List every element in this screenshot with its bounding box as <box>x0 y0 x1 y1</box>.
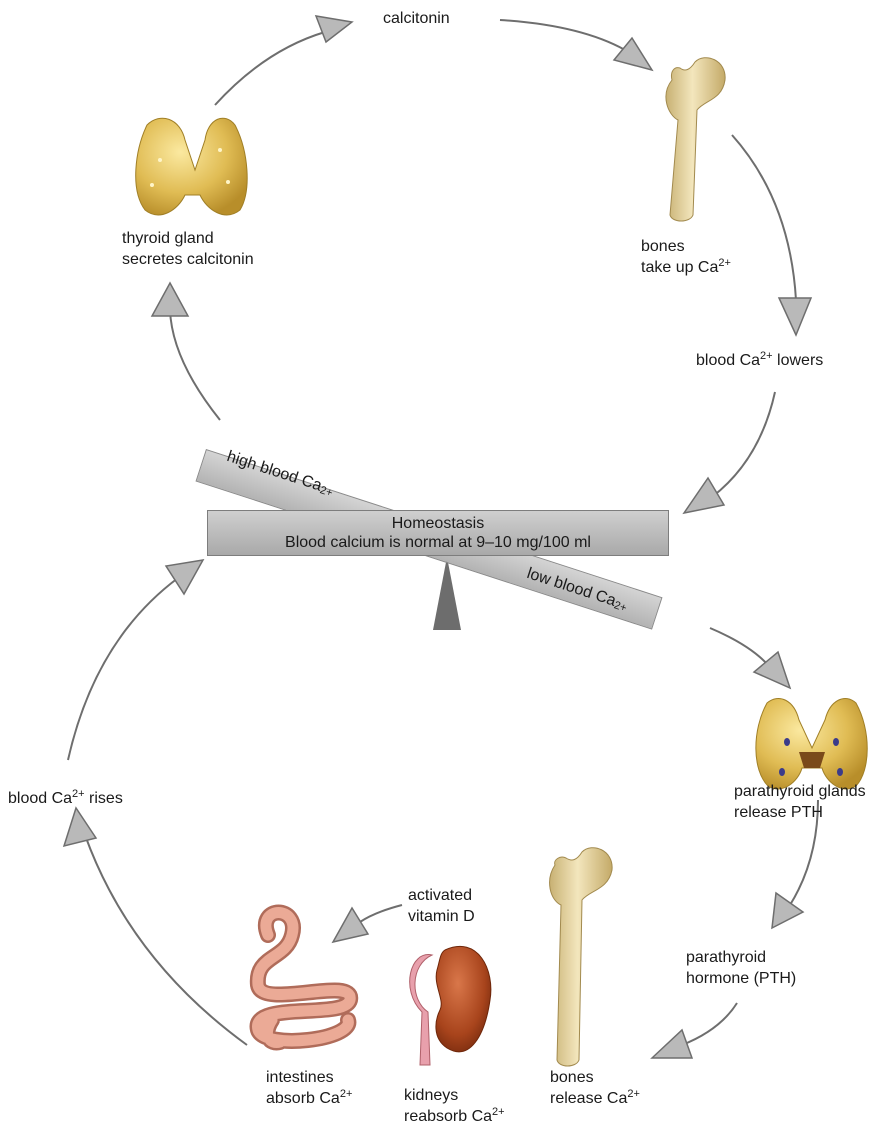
blood-rises-label: blood Ca2+ rises <box>8 788 123 809</box>
intestines-label: intestines absorb Ca2+ <box>266 1067 352 1109</box>
thyroid-gland-illustration <box>136 118 247 215</box>
bones-release-line1: bones <box>550 1067 640 1088</box>
balance-pivot <box>433 557 461 630</box>
bones-release-line2: release Ca2+ <box>550 1088 640 1109</box>
intestines-illustration <box>258 913 351 1043</box>
arrow-vitamin-to-intestines <box>333 905 402 942</box>
homeostasis-title: Homeostasis <box>208 514 668 533</box>
bone-illustration-bottom <box>550 848 613 1066</box>
arrow-high-to-thyroid <box>152 283 220 420</box>
pth-label: parathyroid hormone (PTH) <box>686 947 796 989</box>
pth-label-line2: hormone (PTH) <box>686 968 796 989</box>
homeostasis-subtitle: Blood calcium is normal at 9–10 mg/100 m… <box>208 533 668 552</box>
vitamin-d-label: activated vitamin D <box>408 885 475 927</box>
thyroid-label-line2: secretes calcitonin <box>122 249 254 270</box>
intestines-label-line2: absorb Ca2+ <box>266 1088 352 1109</box>
vitamin-d-label-line2: vitamin D <box>408 906 475 927</box>
arrow-thyroid-to-calcitonin <box>215 16 352 105</box>
vitamin-d-label-line1: activated <box>408 885 475 906</box>
parathyroid-label-line1: parathyroid glands <box>734 781 866 802</box>
bones-take-up-line2: take up Ca2+ <box>641 257 731 278</box>
arrow-intestines-to-rises <box>64 808 247 1045</box>
arrow-rises-to-homeostasis <box>68 560 203 760</box>
arrow-low-to-parathyroid <box>710 628 790 688</box>
homeostasis-box: Homeostasis Blood calcium is normal at 9… <box>207 510 669 556</box>
calcitonin-label: calcitonin <box>383 8 450 29</box>
kidney-illustration <box>410 946 491 1065</box>
bone-illustration-top <box>666 58 725 221</box>
kidneys-label-line2: reabsorb Ca2+ <box>404 1106 505 1127</box>
pth-label-line1: parathyroid <box>686 947 796 968</box>
arrow-pth-to-bones <box>652 1003 737 1058</box>
kidneys-label-line1: kidneys <box>404 1085 505 1106</box>
parathyroid-gland-illustration <box>756 698 867 788</box>
bones-release-label: bones release Ca2+ <box>550 1067 640 1109</box>
kidneys-label: kidneys reabsorb Ca2+ <box>404 1085 505 1127</box>
arrow-lowers-to-homeostasis <box>684 392 775 513</box>
arrow-calcitonin-to-bones <box>500 20 652 70</box>
intestines-label-line1: intestines <box>266 1067 352 1088</box>
bones-take-up-label: bones take up Ca2+ <box>641 236 731 278</box>
parathyroid-label: parathyroid glands release PTH <box>734 781 866 823</box>
thyroid-label: thyroid gland secretes calcitonin <box>122 228 254 270</box>
blood-lowers-label: blood Ca2+ lowers <box>696 350 823 371</box>
bones-take-up-line1: bones <box>641 236 731 257</box>
parathyroid-label-line2: release PTH <box>734 802 866 823</box>
thyroid-label-line1: thyroid gland <box>122 228 254 249</box>
arrow-bones-to-lowers <box>732 135 811 335</box>
